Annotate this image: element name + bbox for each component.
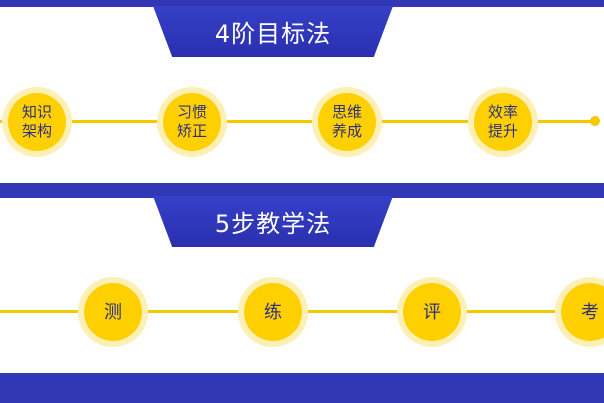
step-label: 评	[403, 283, 461, 341]
step-label: 效率 提升	[474, 93, 532, 151]
timeline-track	[0, 120, 596, 123]
step-node: 知识 架构	[2, 87, 72, 157]
top-band	[0, 0, 604, 7]
section-title: 4阶目标法	[214, 20, 332, 48]
step-node: 效率 提升	[468, 87, 538, 157]
step-node: 练	[238, 277, 308, 347]
section-title-tab: 5步教学法	[153, 196, 393, 247]
step-label: 测	[84, 283, 142, 341]
step-node: 测	[78, 277, 148, 347]
section-title: 5步教学法	[214, 210, 332, 238]
step-node: 考	[555, 277, 604, 347]
step-label: 习惯 矫正	[163, 93, 221, 151]
bottom-band	[0, 373, 604, 403]
step-label: 知识 架构	[8, 93, 66, 151]
section-title-tab: 4阶目标法	[153, 6, 393, 57]
step-node: 习惯 矫正	[157, 87, 227, 157]
step-label: 考	[561, 283, 604, 341]
divider-band	[0, 183, 604, 198]
step-node: 评	[397, 277, 467, 347]
step-label: 练	[244, 283, 302, 341]
step-label: 思维 养成	[318, 93, 376, 151]
timeline-end-dot	[590, 116, 600, 126]
step-node: 思维 养成	[312, 87, 382, 157]
